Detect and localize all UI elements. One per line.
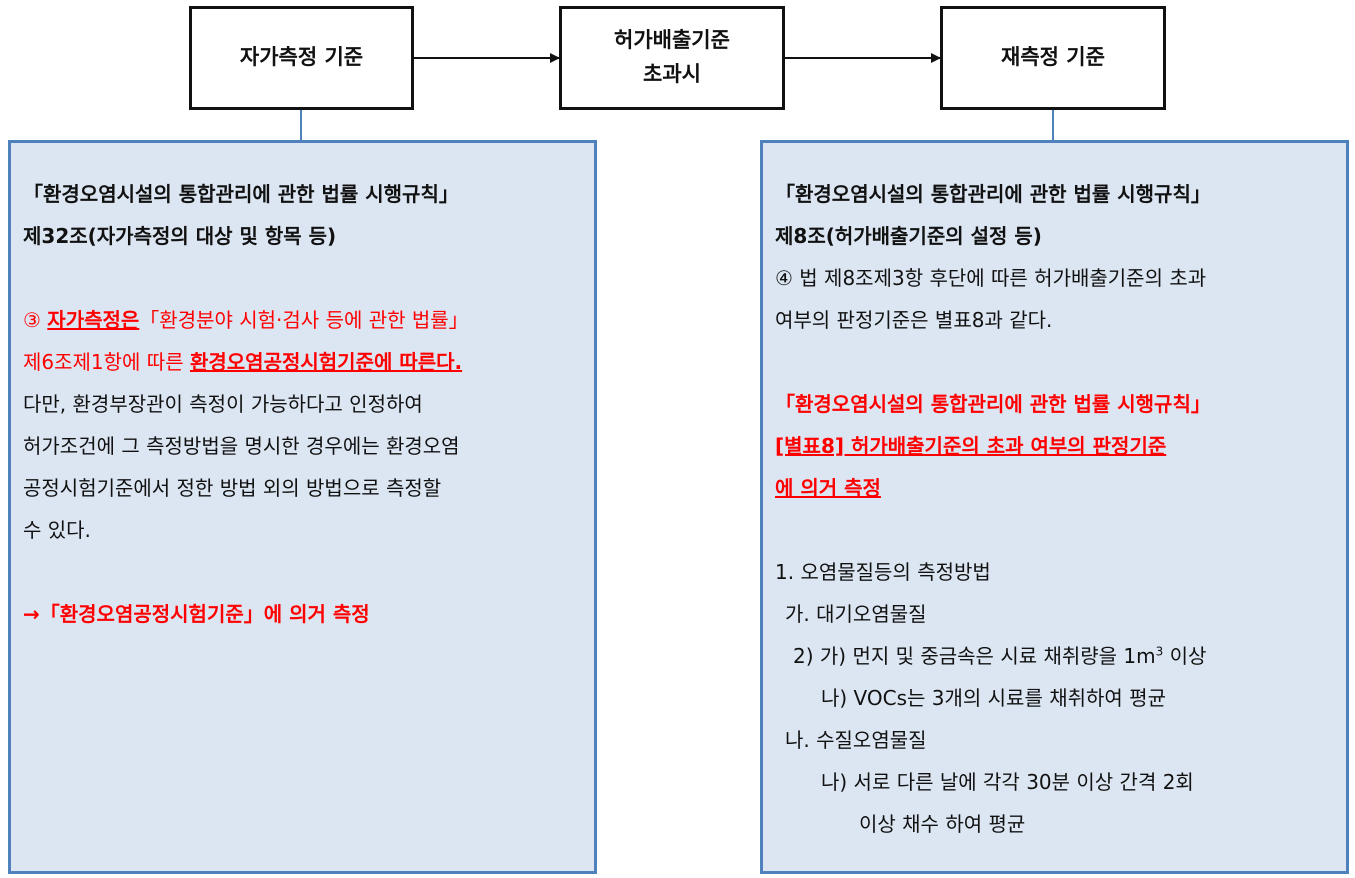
self-measurement-standard-label: 자가측정 기준	[239, 45, 364, 70]
left-para-rest1: 「환경분야 시험·검사 등에 관한 법률」	[139, 308, 469, 332]
right-para-line1: ④ 법 제8조제3항 후단에 따른 허가배출기준의 초과	[775, 266, 1207, 290]
right-title-line1: 「환경오염시설의 통합관리에 관한 법률 시행규칙」	[775, 182, 1211, 206]
right-ref-line3: 에 의거 측정	[775, 476, 881, 500]
exceed-emission-label-line2: 초과시	[643, 62, 701, 86]
left-para-line4: 허가조건에 그 측정방법을 명시한 경우에는 환경오염	[23, 434, 460, 458]
right-item-na: 나. 수질오염물질	[785, 728, 927, 752]
right-item-na-na-line2: 이상 채수 하여 평균	[859, 812, 1026, 836]
exceed-emission-label-line1: 허가배출기준	[614, 28, 730, 53]
left-title-line2: 제32조(자가측정의 대상 및 항목 등)	[23, 224, 337, 248]
right-item-ga: 가. 대기오염물질	[785, 602, 927, 626]
remeasurement-standard-label: 재측정 기준	[1001, 45, 1105, 70]
right-item-1: 1. 오염물질등의 측정방법	[775, 560, 991, 584]
right-item-na-na-line1: 나) 서로 다른 날에 각각 30분 이상 간격 2회	[821, 770, 1194, 794]
right-ref-line2: [별표8] 허가배출기준의 초과 여부의 판정기준	[775, 434, 1167, 458]
left-para-prefix: ③	[23, 308, 48, 332]
left-title-line1: 「환경오염시설의 통합관리에 관한 법률 시행규칙」	[23, 182, 459, 206]
right-item-ga-2-suffix: 이상	[1163, 644, 1207, 668]
right-regulation-panel: 「환경오염시설의 통합관리에 관한 법률 시행규칙」 제8조(허가배출기준의 설…	[760, 140, 1349, 874]
left-para-line6: 수 있다.	[23, 518, 91, 542]
right-para-line2: 여부의 판정기준은 별표8과 같다.	[775, 308, 1053, 332]
left-para-line2: 제6조제1항에 따른 환경오염공정시험기준에 따른다.	[23, 341, 594, 383]
left-para-line2-plain: 제6조제1항에 따른	[23, 350, 190, 374]
left-para-line1: ③ 자가측정은「환경분야 시험·검사 등에 관한 법률」	[23, 299, 594, 341]
right-ref-line1: 「환경오염시설의 통합관리에 관한 법률 시행규칙」	[775, 392, 1211, 416]
right-item-ga-2: 2) 가) 먼지 및 중금속은 시료 채취량을 1m3 이상	[775, 635, 1346, 677]
left-conclusion: →「환경오염공정시험기준」에 의거 측정	[23, 602, 370, 626]
right-title-line2: 제8조(허가배출기준의 설정 등)	[775, 224, 1042, 248]
left-regulation-panel: 「환경오염시설의 통합관리에 관한 법률 시행규칙」 제32조(자가측정의 대상…	[8, 140, 597, 874]
right-item-ga-2-na: 나) VOCs는 3개의 시료를 채취하여 평균	[821, 686, 1166, 710]
right-item-ga-2-text: 2) 가) 먼지 및 중금속은 시료 채취량을 1m	[793, 644, 1156, 668]
self-measurement-standard-box: 자가측정 기준	[189, 6, 414, 110]
superscript-3: 3	[1155, 644, 1164, 659]
left-para-emphasis2: 환경오염공정시험기준에 따른다.	[189, 350, 463, 374]
left-para-line5: 공정시험기준에서 정한 방법 외의 방법으로 측정할	[23, 476, 442, 500]
left-para-emphasis1: 자가측정은	[47, 308, 140, 332]
remeasurement-standard-box: 재측정 기준	[940, 6, 1166, 110]
left-para-line3: 다만, 환경부장관이 측정이 가능하다고 인정하여	[23, 392, 423, 416]
exceed-emission-standard-box: 허가배출기준 초과시	[559, 6, 785, 110]
